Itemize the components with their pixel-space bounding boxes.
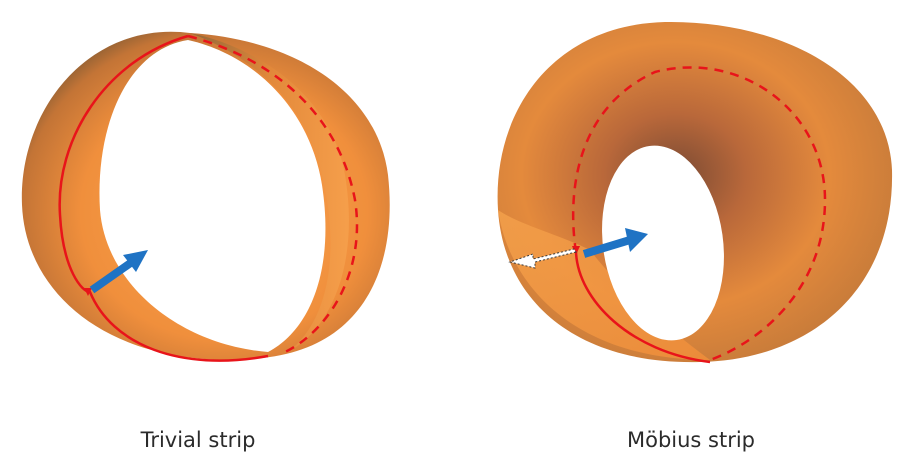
trivial-normal-arrow [89, 250, 148, 294]
mobius-path-arrowhead [572, 246, 580, 255]
mobius-strip-caption: Möbius strip [626, 428, 756, 452]
mobius-normal-arrow [582, 228, 648, 258]
mobius-path-dashed [571, 66, 827, 362]
mobius-path-solid [574, 251, 711, 364]
mobius-strip-hole [602, 145, 724, 341]
trivial-strip-caption: Trivial strip [140, 428, 256, 452]
trivial-strip-diagram [21, 31, 390, 362]
trivial-path-dashed [187, 34, 359, 354]
trivial-path-arrowhead [84, 288, 92, 296]
trivial-strip-hole [99, 40, 326, 352]
mobius-flipped-arrow [508, 248, 577, 269]
trivial-strip-figure: Trivial strip [0, 0, 420, 463]
trivial-strip-inner-surface [190, 33, 349, 352]
mobius-strip-diagram [497, 21, 893, 364]
mobius-strip-figure: Möbius strip [480, 0, 897, 463]
trivial-path-solid [58, 34, 269, 362]
